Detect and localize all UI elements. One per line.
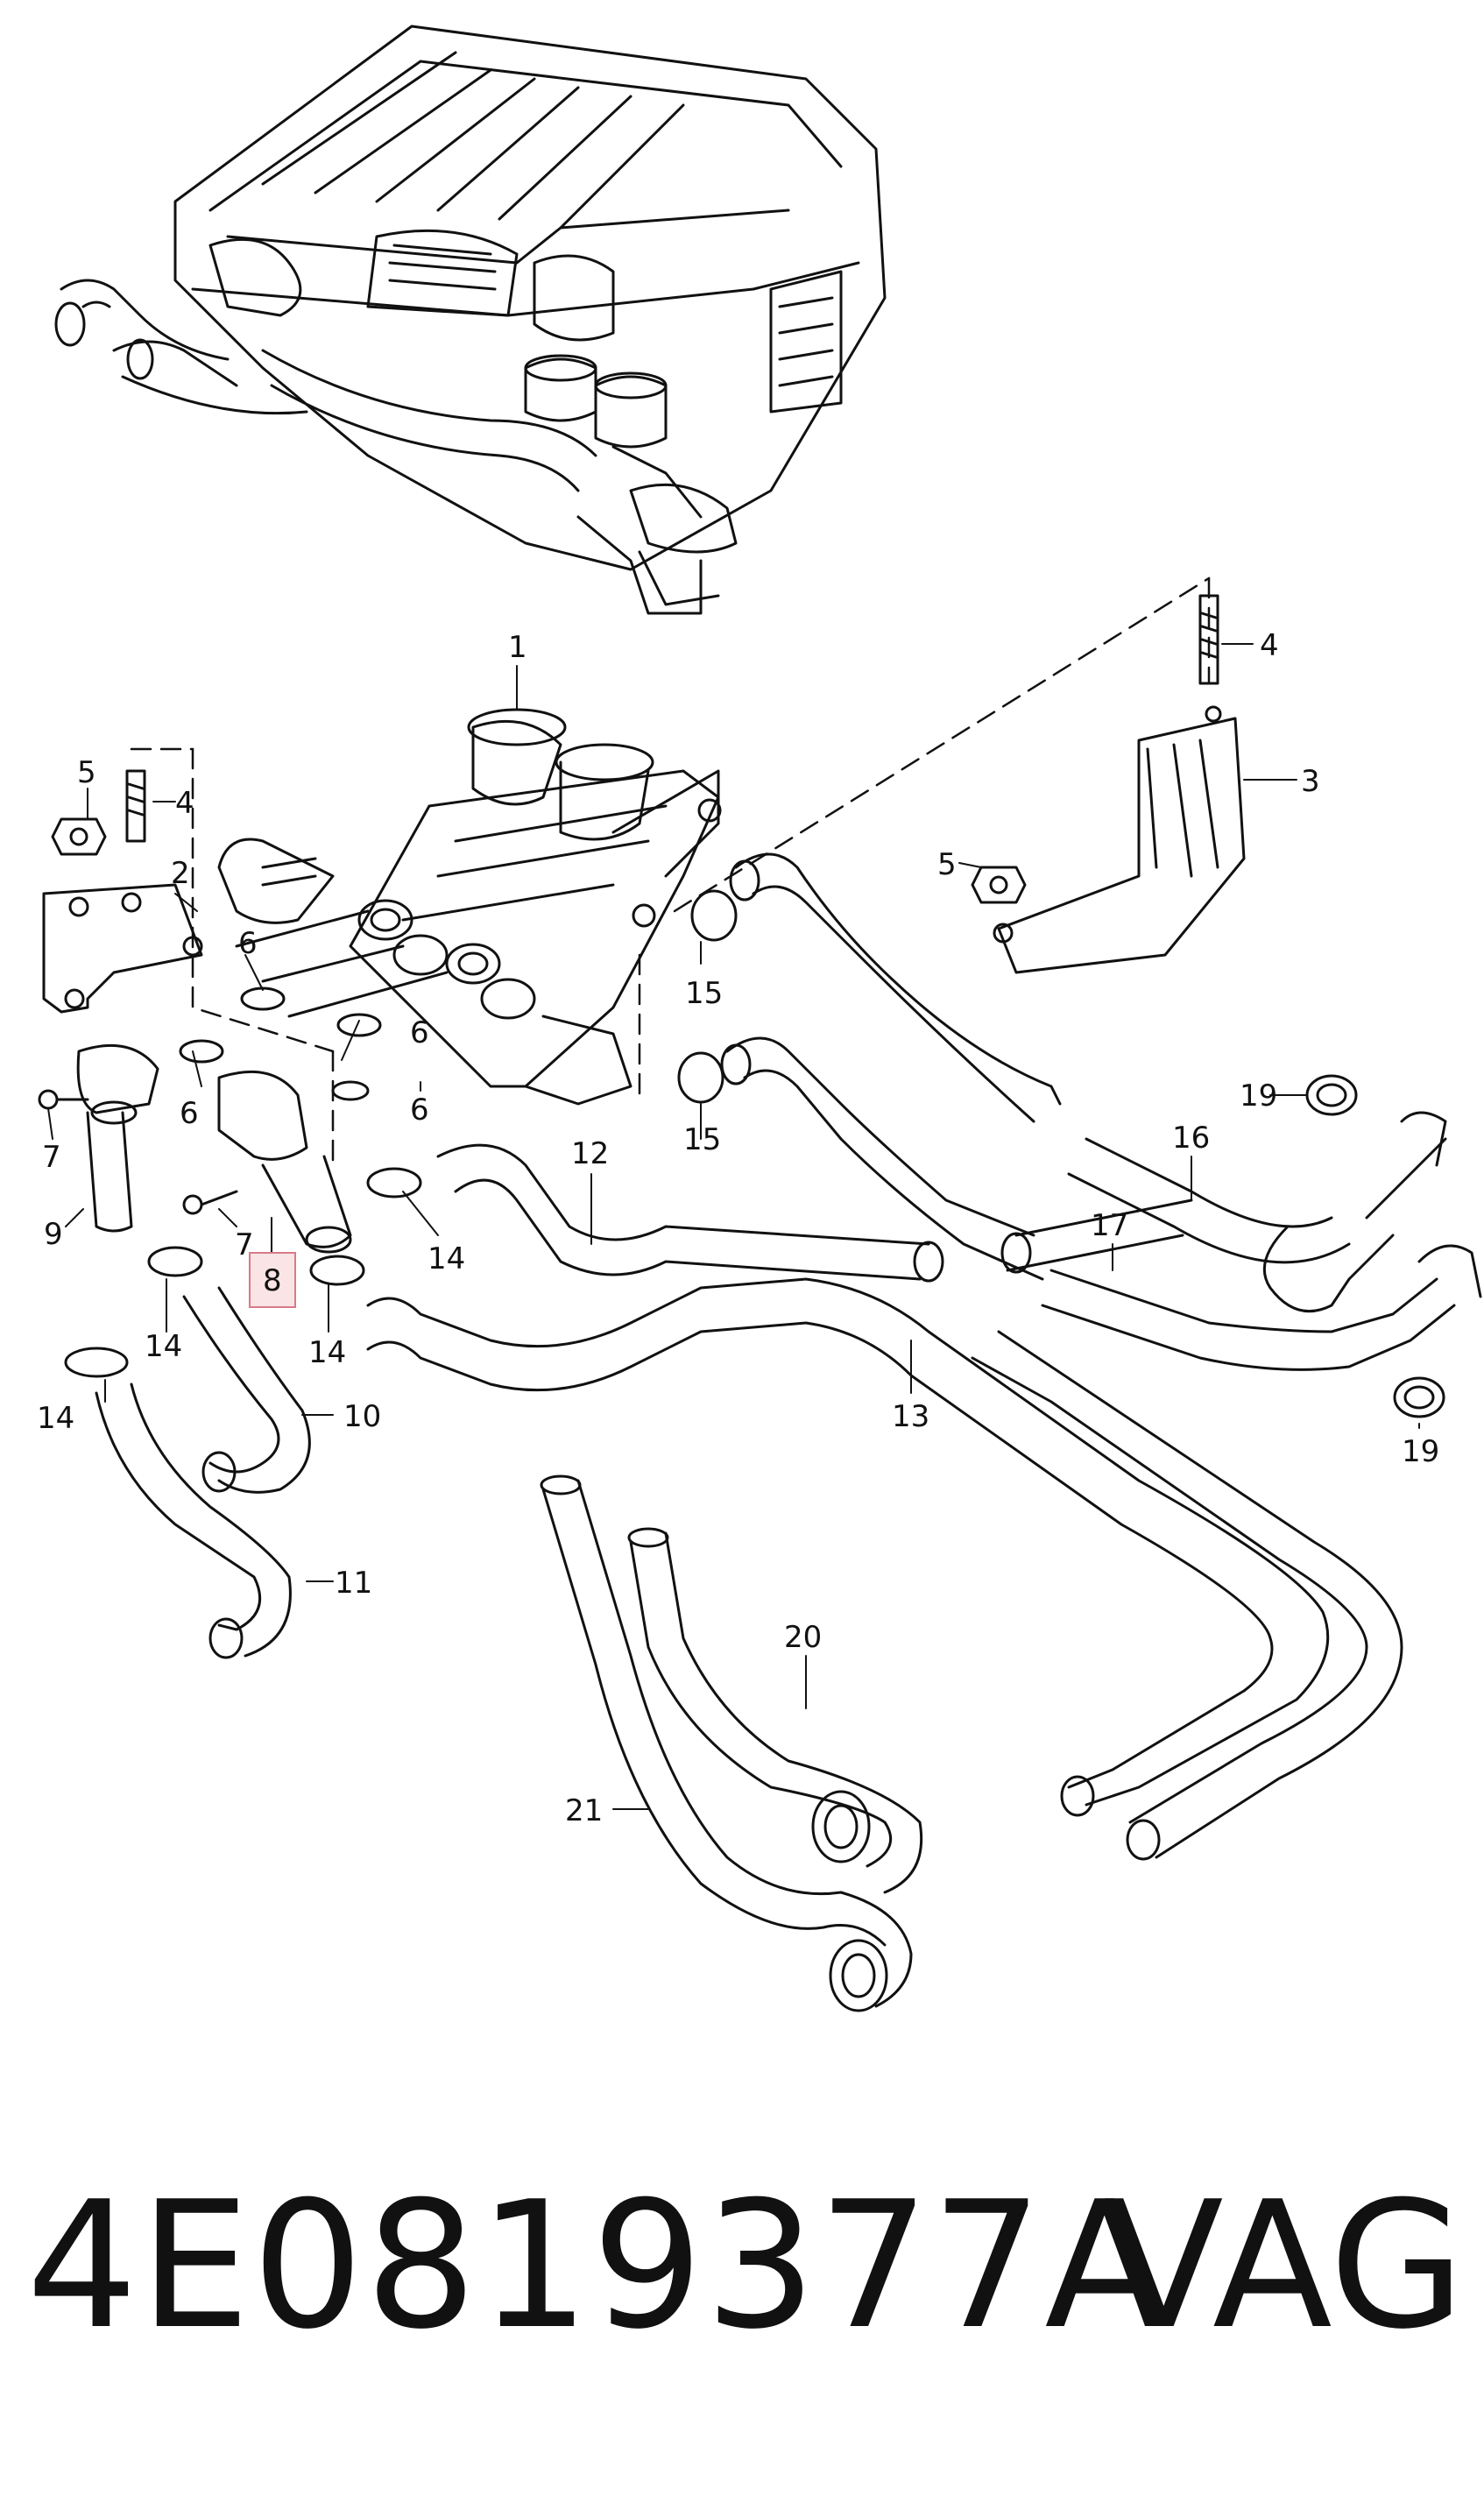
hose-13: [366, 1277, 1403, 1861]
callout-6-d: 6: [410, 1092, 429, 1128]
hose-20: [627, 1527, 923, 1894]
connector-pipe-9: [76, 1043, 159, 1233]
callout-6-b: 6: [410, 1015, 429, 1050]
callout-19-b: 19: [1402, 1434, 1439, 1469]
callout-15-a: 15: [685, 976, 723, 1011]
brand-label: VAG: [1104, 2164, 1466, 2368]
callout-10: 10: [343, 1399, 381, 1434]
callout-17: 17: [1091, 1208, 1128, 1243]
hvac-housing: [54, 25, 887, 615]
hose-10: [182, 1286, 311, 1494]
callout-11: 11: [335, 1566, 372, 1601]
hose-21: [540, 1474, 913, 2012]
callout-9: 9: [44, 1217, 63, 1252]
callout-14-c: 14: [308, 1335, 346, 1370]
hose-16: [729, 852, 1447, 1313]
callout-1: 1: [508, 630, 527, 665]
callout-leaders: [47, 643, 1420, 1810]
callout-14-d: 14: [37, 1401, 74, 1436]
callout-14-b: 14: [145, 1329, 182, 1364]
heater-valve-assembly: [179, 708, 722, 1106]
highlighted-part-box: [249, 1252, 296, 1308]
callout-4-right: 4: [1260, 628, 1279, 663]
callout-4-left: 4: [175, 786, 194, 821]
callout-6-a: 6: [238, 926, 258, 961]
callout-13: 13: [892, 1399, 929, 1434]
callout-20: 20: [784, 1620, 822, 1655]
nut-5-left: [51, 817, 107, 856]
callout-19-a: 19: [1240, 1078, 1277, 1114]
callout-2: 2: [171, 856, 190, 891]
callout-14-a: 14: [428, 1241, 465, 1276]
hose-11: [95, 1382, 292, 1659]
callout-6-c: 6: [180, 1096, 199, 1131]
callout-16: 16: [1172, 1121, 1210, 1156]
bolt-4-left: [125, 769, 146, 843]
right-bracket: [993, 705, 1246, 974]
callout-5-right: 5: [937, 847, 957, 882]
hose-clamps: [64, 889, 738, 1378]
callout-8: 8: [263, 1263, 282, 1298]
nut-5-right: [971, 866, 1027, 904]
seals-19: [1305, 1074, 1445, 1418]
hose-17: [720, 1036, 1482, 1371]
callout-15-b: 15: [683, 1122, 721, 1157]
hose-12: [436, 1143, 1193, 1283]
callout-7-a: 7: [42, 1140, 61, 1175]
left-bracket: [42, 883, 203, 1014]
callout-21: 21: [565, 1793, 603, 1828]
bolt-4-right: [1198, 594, 1219, 685]
connector-pipe-8: [217, 1070, 352, 1254]
callout-labels: 1 2 3 4 4 5 5 6 6 6 6 7 7 8 9 10 11 12 1…: [37, 628, 1439, 1828]
screw-7: [38, 1089, 238, 1215]
callout-5-left: 5: [77, 755, 96, 790]
callout-12: 12: [571, 1136, 609, 1171]
callout-3: 3: [1301, 764, 1320, 799]
part-number-label: 4E0819377A: [26, 2164, 1167, 2368]
